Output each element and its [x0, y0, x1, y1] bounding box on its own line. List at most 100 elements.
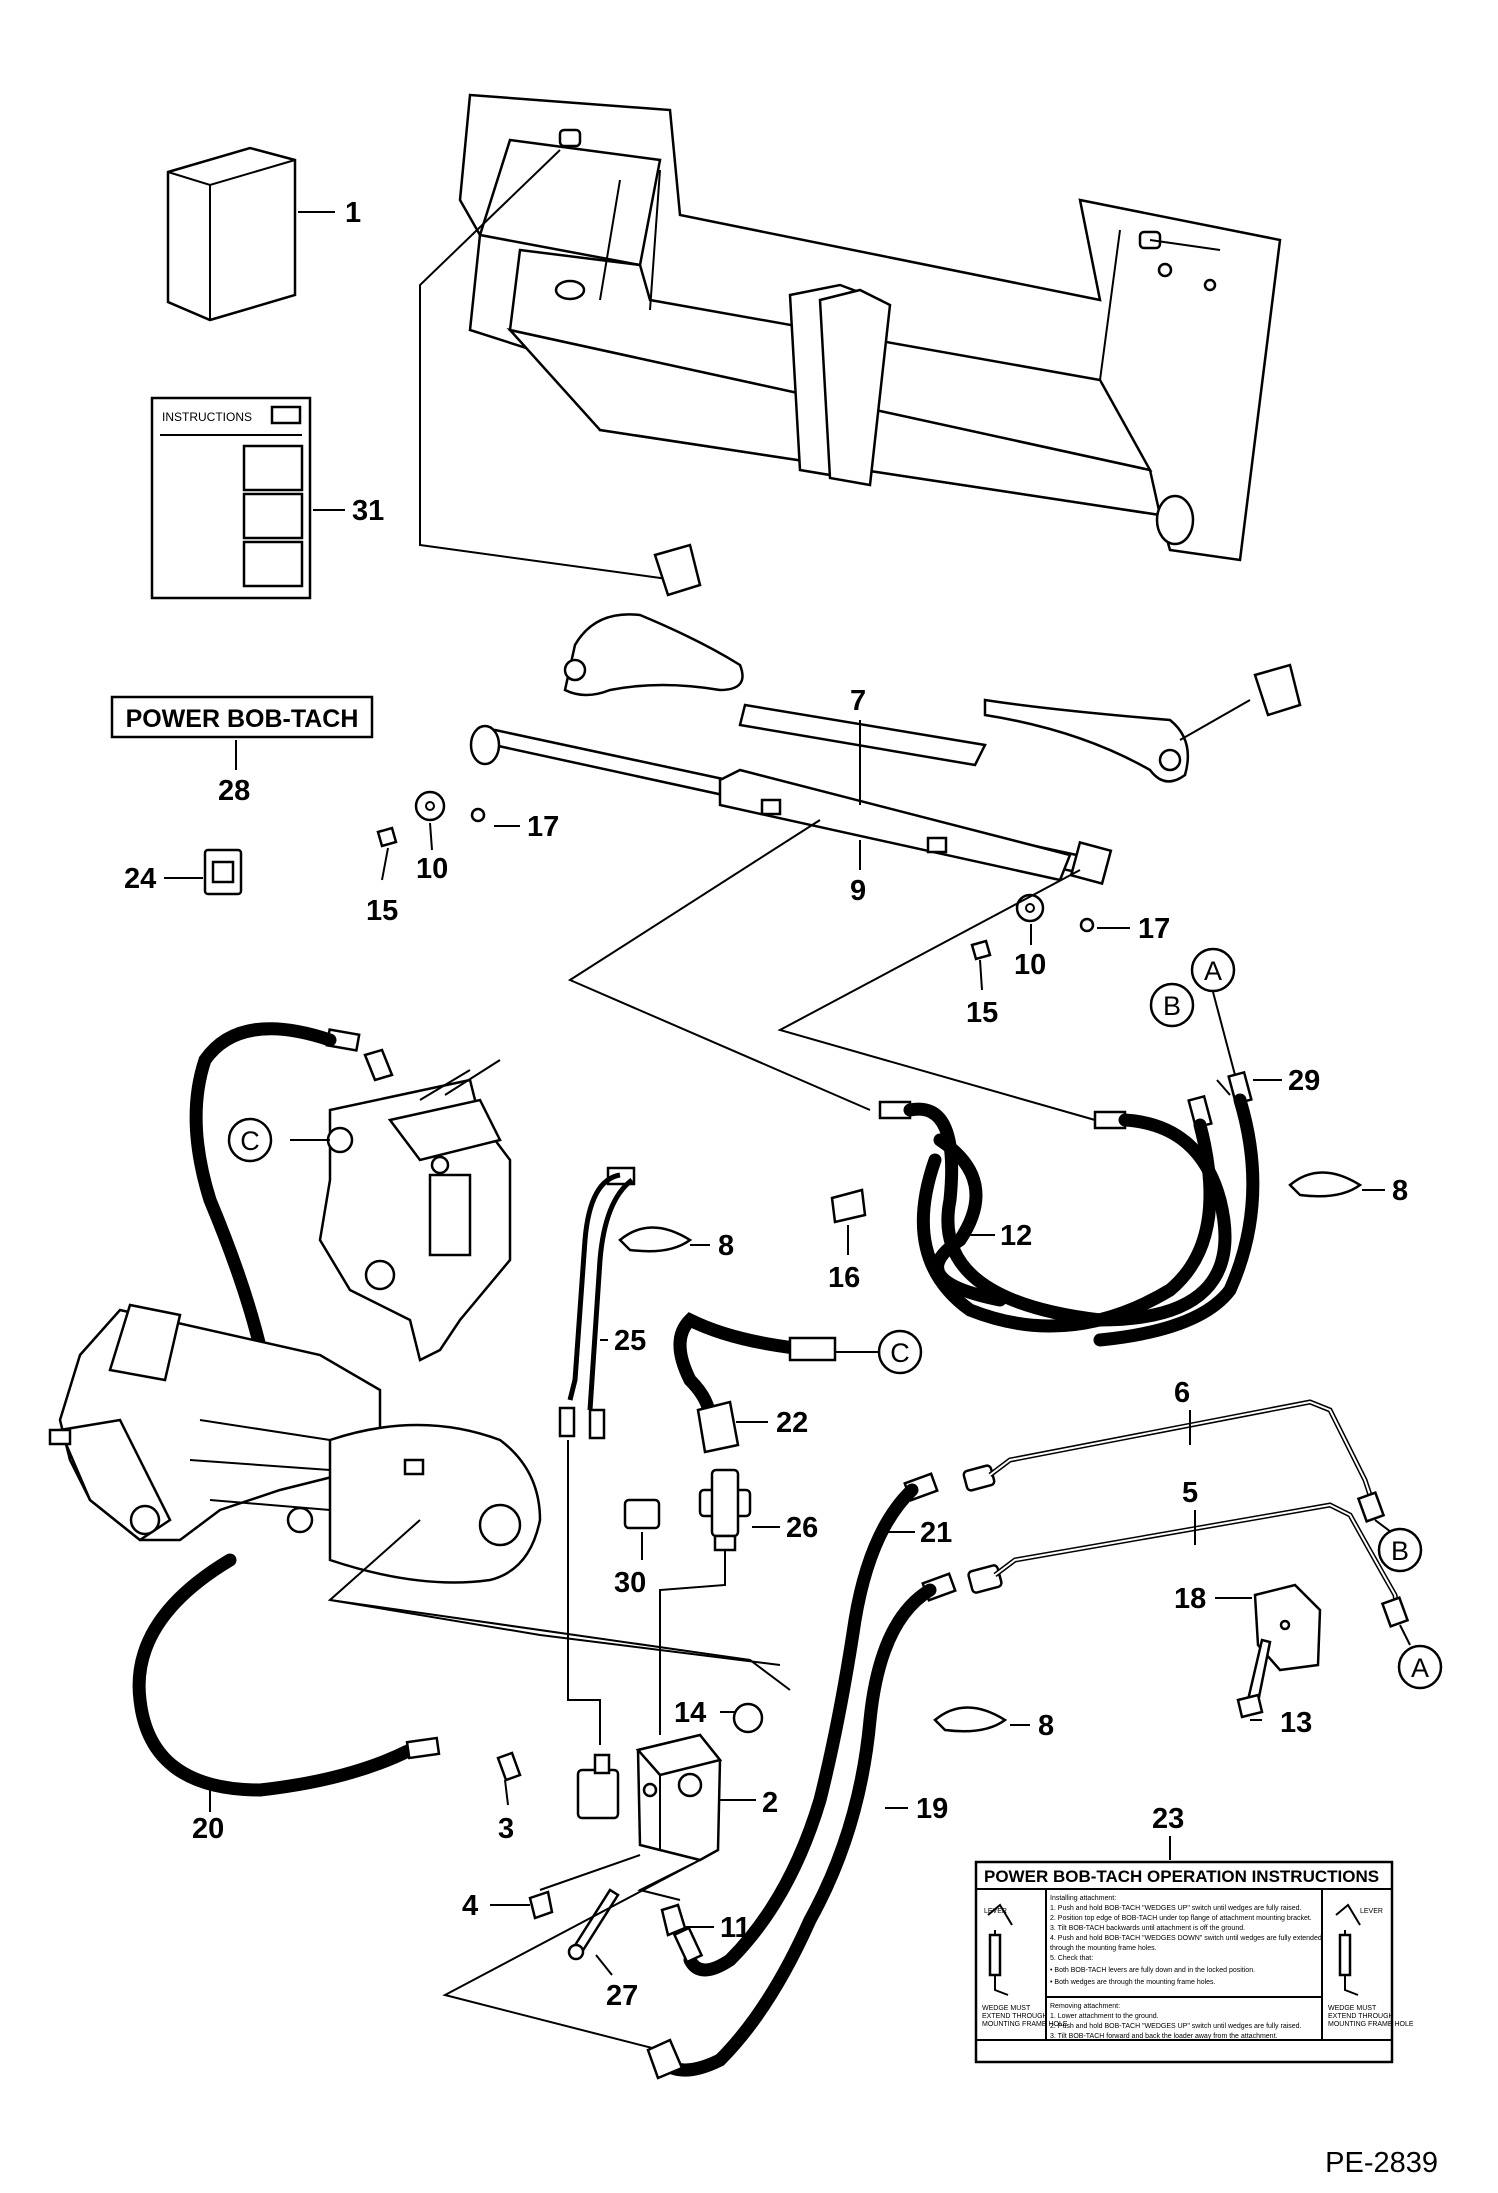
callout-12: 12	[1000, 1220, 1032, 1252]
callout-26: 26	[786, 1512, 818, 1544]
diagram-id: PE-2839	[1325, 2147, 1438, 2179]
installing-step-2: 2. Position top edge of BOB-TACH under t…	[1050, 1915, 1312, 1922]
connector-b-top	[1149, 982, 1195, 1028]
callout-19: 19	[916, 1793, 948, 1825]
fitting-3	[496, 1751, 522, 1782]
leader-cyl-hose-left	[567, 819, 871, 1111]
removing-step-3: 3. Tilt BOB-TACH forward and back the lo…	[1050, 2033, 1278, 2040]
callout-15-right: 15	[966, 997, 998, 1029]
callout-11: 11	[720, 1912, 751, 1944]
callout-27: 27	[606, 1980, 638, 2012]
callout-13: 13	[1280, 1707, 1312, 1739]
connector-c-mid	[877, 1329, 923, 1375]
installing-step-4b: through the mounting frame holes.	[1050, 1945, 1157, 1952]
removing-step-1: 1. Lower attachment to the ground.	[1050, 2013, 1159, 2020]
installing-step-5: 5. Check that:	[1050, 1955, 1093, 1962]
hose-20	[132, 1553, 441, 1797]
operation-instructions-decal-23: POWER BOB-TACH OPERATION INSTRUCTIONS LE…	[974, 1860, 1414, 2064]
instructions-label: INSTRUCTIONS	[162, 410, 252, 424]
callout-16: 16	[828, 1262, 860, 1294]
leader-frame-left	[419, 149, 676, 581]
control-valve-assembly	[318, 1048, 512, 1362]
switch-24	[203, 848, 243, 896]
installing-heading: Installing attachment:	[1050, 1895, 1116, 1902]
connector-c-mid-label: C	[890, 1338, 910, 1368]
decal-23-title: POWER BOB-TACH OPERATION INSTRUCTIONS	[984, 1867, 1379, 1886]
callout-10-right: 10	[1014, 949, 1046, 981]
callout-31: 31	[352, 495, 384, 527]
callout-29: 29	[1288, 1065, 1320, 1097]
steel-tube-6	[962, 1399, 1386, 1523]
installing-step-3: 3. Tilt BOB-TACH backwards until attachm…	[1050, 1925, 1245, 1932]
installing-step-4: 4. Push and hold BOB-TACH "WEDGES DOWN" …	[1050, 1935, 1322, 1942]
callout-9: 9	[850, 875, 866, 907]
valve-block-2	[576, 1733, 723, 1862]
bob-tach-frame	[458, 93, 1282, 562]
callout-15-left: 15	[366, 895, 398, 927]
callout-24: 24	[124, 863, 156, 895]
callout-3: 3	[498, 1813, 514, 1845]
installing-check-2: • Both wedges are through the mounting f…	[1050, 1979, 1216, 1986]
hose-21	[672, 1472, 939, 1977]
leader-pump-valve	[327, 1519, 791, 1691]
instructions-decal-31: INSTRUCTIONS	[150, 396, 312, 600]
connector-b-bottom	[1377, 1527, 1423, 1573]
bracket-18	[1253, 1583, 1322, 1672]
left-lever-label: LEVER	[984, 1908, 1007, 1915]
right-lever-label: LEVER	[1360, 1908, 1383, 1915]
part-16	[830, 1188, 867, 1224]
installing-check-1: • Both BOB-TACH levers are fully down an…	[1050, 1967, 1255, 1974]
callout-22: 22	[776, 1407, 808, 1439]
callout-25: 25	[614, 1325, 646, 1357]
callout-10-left: 10	[416, 853, 448, 885]
decal-28-text: POWER BOB-TACH	[126, 705, 359, 733]
callout-17-right: 17	[1138, 913, 1170, 945]
callout-5: 5	[1182, 1477, 1198, 1509]
bolt-13	[1236, 1638, 1272, 1719]
callout-23: 23	[1152, 1803, 1184, 1835]
callout-30: 30	[614, 1567, 646, 1599]
bolt-27	[567, 1888, 620, 1961]
connector-tags: A B C C B A	[227, 947, 1443, 1690]
installing-step-1: 1. Push and hold BOB-TACH "WEDGES UP" sw…	[1050, 1905, 1302, 1912]
steel-tube-5	[967, 1502, 1410, 1628]
callout-20: 20	[192, 1813, 224, 1845]
harness-25	[558, 1166, 636, 1440]
removing-step-2: 2. Push and hold BOB-TACH "WEDGES UP" sw…	[1050, 2023, 1302, 2030]
power-bob-tach-decal-28: POWER BOB-TACH	[110, 695, 374, 739]
left-note: WEDGE MUST EXTEND THROUGH MOUNTING FRAME…	[982, 2005, 1068, 2028]
tee-26	[698, 1468, 752, 1552]
callout-7: 7	[850, 685, 866, 717]
callout-28: 28	[218, 775, 250, 807]
connector-a-bottom	[1397, 1644, 1443, 1690]
clamps-8	[618, 1171, 1363, 1733]
callout-14: 14	[674, 1697, 706, 1729]
connector-c-top-label: C	[240, 1126, 260, 1156]
connector-c-top	[227, 1117, 273, 1163]
fitting-11	[660, 1903, 687, 1937]
callout-8-right: 8	[1392, 1175, 1408, 1207]
part-1-box	[166, 146, 297, 322]
callout-18: 18	[1174, 1583, 1206, 1615]
connector-a-top-label: A	[1204, 956, 1222, 986]
cap-30	[623, 1498, 661, 1530]
right-note: WEDGE MUST EXTEND THROUGH MOUNTING FRAME…	[1328, 2005, 1414, 2028]
callout-1: 1	[345, 197, 361, 229]
o-ring-14	[732, 1702, 764, 1734]
callout-8-bottom: 8	[1038, 1710, 1054, 1742]
hoses-29	[916, 1070, 1260, 1347]
leader-harness-valve	[567, 1440, 601, 1745]
leader-pump-valve-2	[329, 1599, 781, 1666]
callout-21: 21	[920, 1517, 952, 1549]
connector-b-top-label: B	[1163, 991, 1181, 1021]
leader-frame-right	[1149, 239, 1221, 251]
connector-b-bottom-label: B	[1391, 1536, 1409, 1566]
callout-6: 6	[1174, 1377, 1190, 1409]
lever-cylinder-assembly	[376, 543, 1302, 961]
hose-19	[646, 1572, 957, 2080]
callout-8-mid: 8	[718, 1230, 734, 1262]
callout-4: 4	[462, 1890, 478, 1922]
pump-assembly	[48, 1303, 542, 1584]
leader-tee-valve	[659, 1550, 726, 1735]
